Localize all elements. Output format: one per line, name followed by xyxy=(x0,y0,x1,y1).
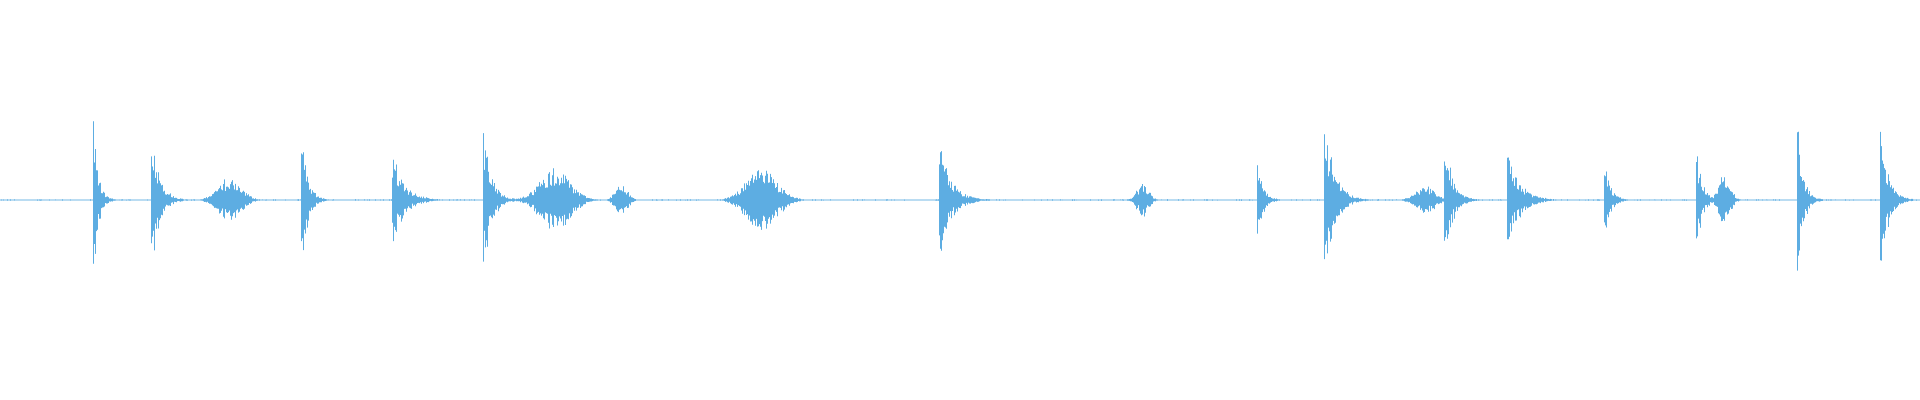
waveform-signal xyxy=(1,121,1917,271)
waveform-bursts xyxy=(1,121,1917,271)
